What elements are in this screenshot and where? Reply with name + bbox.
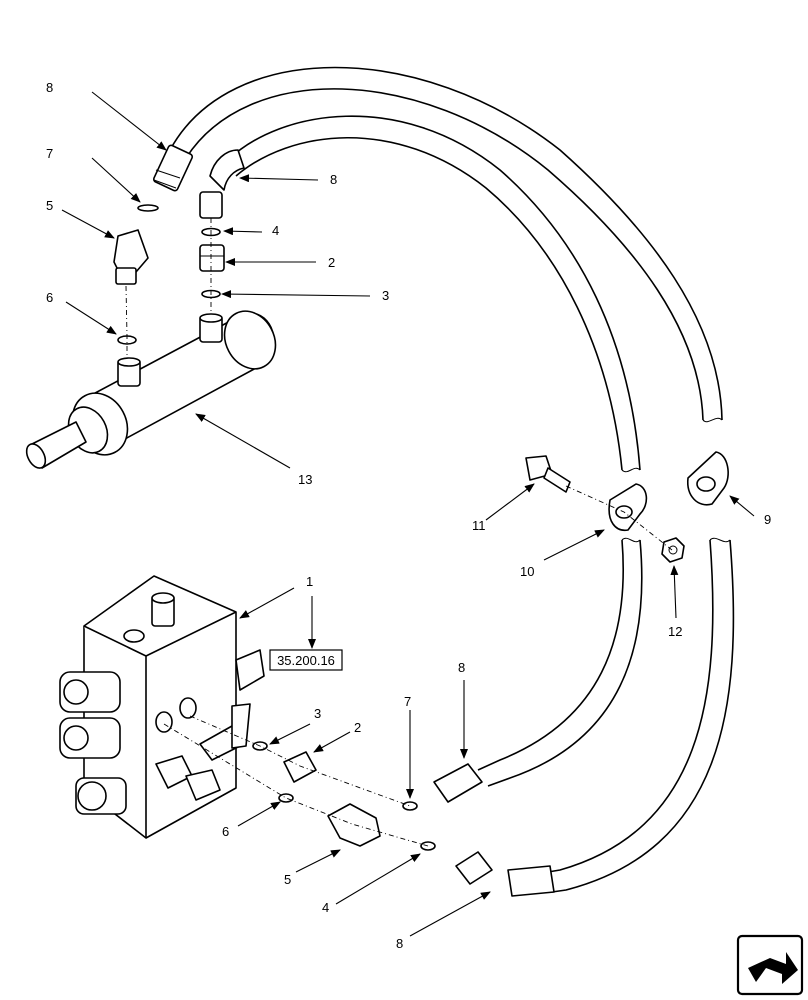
- callout-2-bottom: 2: [354, 720, 361, 735]
- callout-9: 9: [764, 512, 771, 527]
- clamp-10: [608, 483, 648, 531]
- elbow-fitting-5-top: [113, 229, 149, 285]
- callout-8-mid: 8: [458, 660, 465, 675]
- o-ring-7-top: [137, 204, 159, 212]
- hose-fitting-8-mid: [433, 763, 483, 803]
- callout-8-top-left: 8: [46, 80, 53, 95]
- next-page-arrow-icon[interactable]: [736, 934, 804, 996]
- leader-lines: [61, 91, 755, 937]
- reference-box[interactable]: 35.200.16: [269, 649, 343, 671]
- valve-block-1: [59, 575, 265, 839]
- elbow-hose-fitting-8-right: [199, 149, 245, 219]
- callout-8-top-right: 8: [330, 172, 337, 187]
- callout-8-bottom: 8: [396, 936, 403, 951]
- adapter-2-bottom: [283, 751, 317, 783]
- o-ring-7-bottom: [402, 801, 418, 811]
- top-hose-fitting-8: [152, 144, 194, 192]
- clamp-9: [687, 451, 729, 506]
- callout-7-top: 7: [46, 146, 53, 161]
- elbow-fitting-5-bottom: [327, 803, 381, 847]
- bolt-11: [525, 455, 571, 493]
- callout-12: 12: [668, 624, 682, 639]
- callout-4-top: 4: [272, 223, 279, 238]
- callout-5-top: 5: [46, 198, 53, 213]
- callout-6-top: 6: [46, 290, 53, 305]
- hoses: [169, 66, 735, 893]
- callout-3-bottom: 3: [314, 706, 321, 721]
- callout-1: 1: [306, 574, 313, 589]
- adapter-2-top: [199, 244, 225, 272]
- callout-10: 10: [520, 564, 534, 579]
- callout-2-top: 2: [328, 255, 335, 270]
- reference-box-label: 35.200.16: [277, 653, 335, 668]
- callout-4-bottom: 4: [322, 900, 329, 915]
- o-ring-6-bottom: [278, 793, 294, 803]
- callout-13: 13: [298, 472, 312, 487]
- hose-fitting-8-bottom: [455, 851, 555, 897]
- callout-6-bottom: 6: [222, 824, 229, 839]
- callout-11: 11: [472, 518, 486, 533]
- callout-3-top: 3: [382, 288, 389, 303]
- hydraulic-cylinder-13: [25, 310, 277, 469]
- callout-5-bottom: 5: [284, 872, 291, 887]
- callout-7-bottom: 7: [404, 694, 411, 709]
- nut-12: [661, 537, 685, 563]
